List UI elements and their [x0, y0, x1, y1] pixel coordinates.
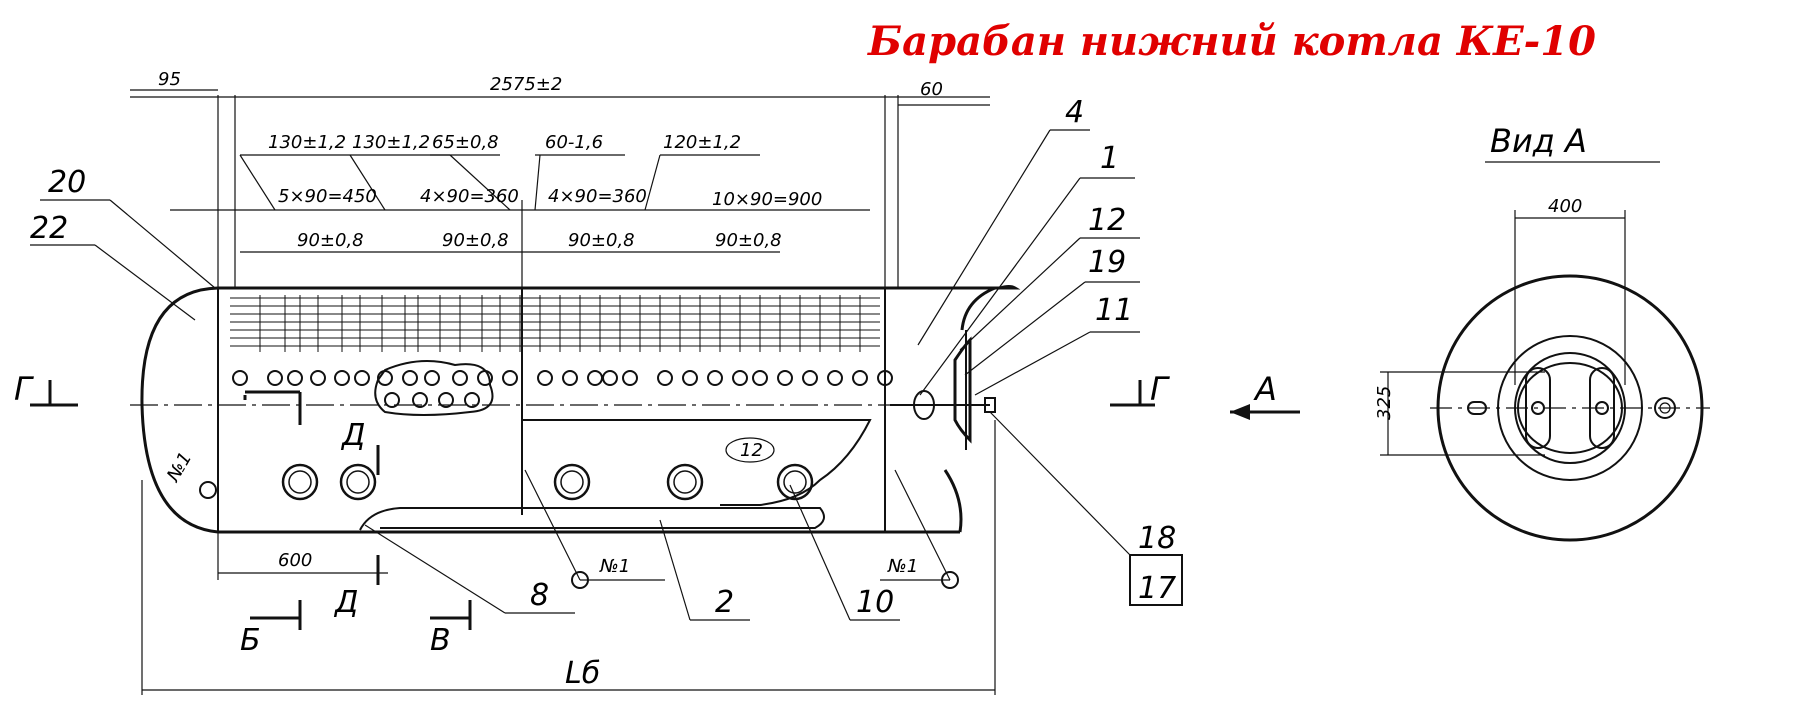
tube-hole [802, 370, 818, 386]
section-d-top: Д [340, 418, 365, 453]
nozzle-inner [288, 470, 312, 494]
pos-11: 11 [1095, 293, 1133, 328]
section-labels: Г Г А Д Д Б В Вид А [14, 122, 1587, 658]
tube-hole [602, 370, 618, 386]
section-marks [30, 380, 1300, 630]
tube-hole [752, 370, 768, 386]
pos-22: 22 [30, 211, 68, 246]
tube-row [232, 370, 893, 386]
pos-4: 4 [1065, 95, 1084, 130]
tube-hole [232, 370, 248, 386]
dim-p120: 120±1,2 [663, 132, 741, 153]
section-g-left: Г [14, 370, 34, 408]
section-v: В [430, 623, 451, 658]
patch-hole [464, 392, 480, 408]
nozzle-outer [553, 463, 591, 501]
dim-view-height: 325 [1374, 386, 1395, 420]
pos-1: 1 [1100, 141, 1119, 176]
tube-hole [310, 370, 326, 386]
dim-600: 600 [278, 550, 312, 571]
tube-hole [452, 370, 468, 386]
tube-hole [877, 370, 893, 386]
pos-12: 12 [1088, 203, 1126, 238]
pos-2: 2 [715, 585, 734, 620]
dim-p90a: 90±0,8 [297, 230, 364, 251]
pos-20: 20 [48, 165, 86, 200]
nozzle-inner [560, 470, 584, 494]
cutout-patch [374, 360, 494, 416]
pos-12-circled: 12 [740, 440, 763, 461]
drawing-title: Барабан нижний котла КЕ-10 [867, 18, 1596, 65]
nozzle-inner [673, 470, 697, 494]
tube-hole [622, 370, 638, 386]
dimension-labels: 95 2575±2 60 130±1,2 130±1,2 65±0,8 60-1… [158, 69, 1582, 691]
mark-n1-right: №1 [887, 556, 918, 577]
dim-p130b: 130±1,2 [352, 132, 430, 153]
patch-hole [438, 392, 454, 408]
leader-lines [30, 129, 1183, 621]
patch-hole [384, 392, 400, 408]
tube-hole [502, 370, 518, 386]
tube-hole [657, 370, 673, 386]
tube-hole [852, 370, 868, 386]
dim-p90b: 90±0,8 [442, 230, 509, 251]
nozzle-outer [281, 463, 319, 501]
view-a [1380, 161, 1710, 542]
tube-hole [682, 370, 698, 386]
nozzle-inner [783, 470, 807, 494]
dim-right-offset: 60 [920, 79, 943, 100]
manhole-flange [890, 330, 996, 450]
mark-n1-middle: №1 [599, 556, 630, 577]
tube-hole [587, 370, 603, 386]
dim-p65: 65±0,8 [432, 132, 499, 153]
position-labels: 20 22 4 1 12 19 11 18 17 8 2 10 12 [30, 95, 1176, 620]
dim-p90d: 90±0,8 [715, 230, 782, 251]
tube-hole [334, 370, 350, 386]
section-b: Б [240, 623, 261, 658]
dimension-lines [130, 89, 996, 695]
nozzle-inner [346, 470, 370, 494]
dim-view-width: 400 [1548, 196, 1582, 217]
dim-left-offset: 95 [158, 69, 181, 90]
tube-hole [562, 370, 578, 386]
tube-hole [402, 370, 418, 386]
tube-hole [267, 370, 283, 386]
tube-hole [732, 370, 748, 386]
nozzle-outer [776, 463, 814, 501]
pos-18: 18 [1138, 521, 1176, 556]
tube-hole [354, 370, 370, 386]
bottom-nozzles [281, 463, 814, 501]
dim-s450: 5×90=450 [278, 186, 377, 207]
dim-p130a: 130±1,2 [268, 132, 346, 153]
tube-hole [424, 370, 440, 386]
pos-19: 19 [1088, 245, 1126, 280]
tube-hole [537, 370, 553, 386]
patch-hole [412, 392, 428, 408]
pos-10: 10 [856, 585, 894, 620]
tube-hole [707, 370, 723, 386]
section-g-right: Г [1150, 370, 1170, 408]
nozzle-outer [339, 463, 377, 501]
tube-hole [287, 370, 303, 386]
drum-body [130, 285, 1021, 534]
tube-grid [230, 295, 880, 352]
tube-hole [827, 370, 843, 386]
dim-s900: 10×90=900 [712, 189, 822, 210]
dim-p90c: 90±0,8 [568, 230, 635, 251]
section-d-bottom: Д [333, 585, 358, 620]
nozzle-outer [666, 463, 704, 501]
dim-s360b: 4×90=360 [548, 186, 647, 207]
pos-17: 17 [1138, 571, 1176, 606]
tube-hole [777, 370, 793, 386]
dim-overall: 2575±2 [490, 74, 562, 95]
view-a-label: Вид А [1490, 122, 1587, 160]
dim-length: Lб [565, 656, 600, 691]
dim-p60: 60-1,6 [545, 132, 603, 153]
mark-n1-left: №1 [163, 449, 197, 487]
section-a: А [1253, 370, 1277, 408]
pos-8: 8 [530, 578, 549, 613]
dim-s360a: 4×90=360 [420, 186, 519, 207]
